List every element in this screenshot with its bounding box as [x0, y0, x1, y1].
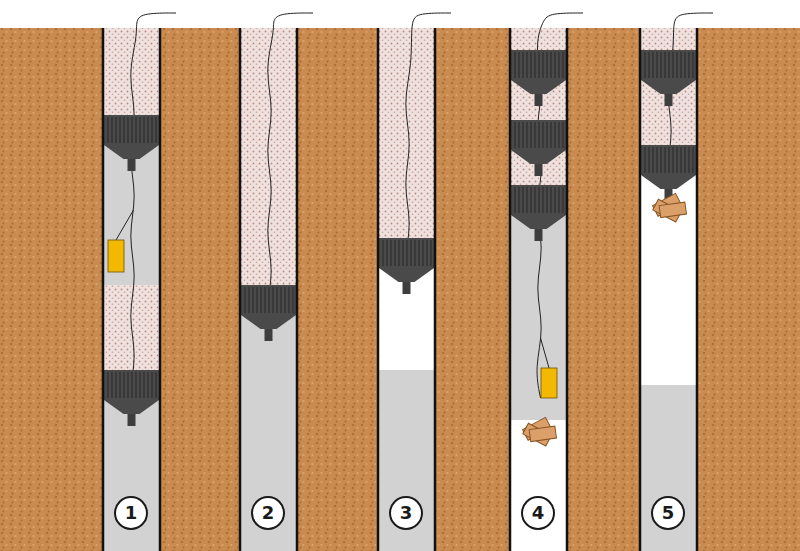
hole-fill: [240, 285, 297, 551]
hole-wall: [509, 28, 512, 551]
explosive-charge: [511, 50, 566, 106]
explosive-charge: [104, 115, 159, 171]
explosive-charge: [379, 238, 434, 294]
hole-fill: [103, 28, 160, 115]
callout-circle: 3: [389, 496, 423, 530]
primer-booster: [108, 240, 124, 272]
primer-booster: [541, 368, 557, 398]
hole-fill: [640, 145, 697, 385]
explosive-charge: [104, 370, 159, 426]
detonator-wire: [130, 13, 176, 426]
hole-wall: [696, 28, 699, 551]
hole-wall: [296, 28, 299, 551]
explosive-charge: [641, 50, 696, 106]
hole-fill: [378, 238, 435, 370]
borehole: [103, 13, 176, 551]
sky: [0, 0, 800, 28]
hole-wall: [639, 28, 642, 551]
hole-wall: [434, 28, 437, 551]
explosive-charge: [511, 185, 566, 241]
callout-number: 3: [400, 504, 413, 522]
ground: [0, 28, 800, 551]
borehole: [510, 13, 583, 551]
hole-fill: [103, 370, 160, 551]
callout-circle: 2: [251, 496, 285, 530]
hole-wall: [377, 28, 380, 551]
hole-fill: [103, 115, 160, 285]
primer-wire: [116, 210, 134, 240]
borehole: [240, 13, 313, 551]
hole-fill: [510, 420, 567, 551]
callout-number: 1: [125, 504, 138, 522]
callout-circle: 1: [114, 496, 148, 530]
callout-number: 4: [532, 504, 545, 522]
callout-number: 5: [662, 504, 675, 522]
borehole: [640, 13, 713, 551]
hole-fill: [378, 28, 435, 238]
hole-wall: [102, 28, 105, 551]
hole-wall: [566, 28, 569, 551]
callout-circle: 4: [521, 496, 555, 530]
hole-fill: [510, 28, 567, 185]
explosive-charge: [241, 285, 296, 341]
rock-fragments: [653, 193, 687, 222]
hole-wall: [159, 28, 162, 551]
callout-circle: 5: [651, 496, 685, 530]
explosive-charge: [641, 145, 696, 201]
borehole: [378, 13, 451, 551]
hole-fill: [378, 370, 435, 551]
primer-wire: [541, 338, 550, 368]
callout-number: 2: [262, 504, 275, 522]
explosive-charge: [511, 120, 566, 176]
rock-fragments: [523, 417, 557, 446]
hole-wall: [239, 28, 242, 551]
hole-fill: [640, 385, 697, 551]
hole-fill: [640, 28, 697, 145]
